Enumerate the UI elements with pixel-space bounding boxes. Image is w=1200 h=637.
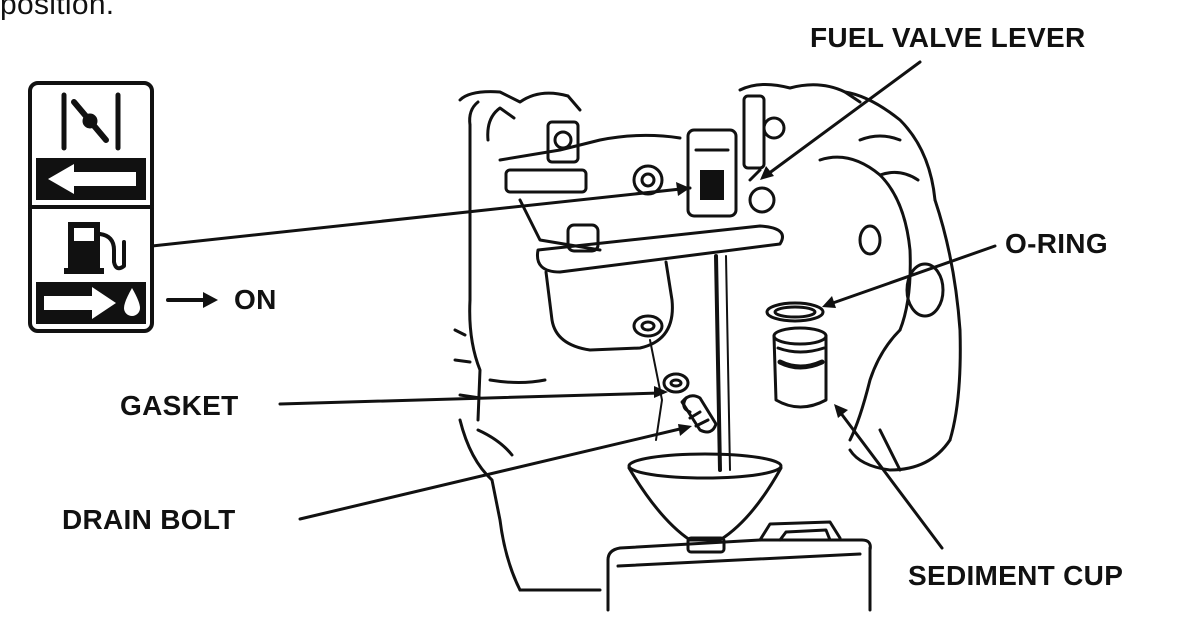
gasket-part [662,372,690,394]
leader-lines [150,60,997,550]
label-on: ON [234,284,277,315]
label-drain-bolt: DRAIN BOLT [62,504,236,535]
fuel-drop-icon [124,288,140,316]
choke-symbol-icon [61,92,121,151]
fuel-valve-symbol-panel [28,81,154,333]
on-arrowhead [203,292,218,308]
drain-bolt-part [680,394,718,434]
sediment-cup-part [772,326,828,409]
funnel [627,452,783,554]
arrow-left-icon [48,164,136,194]
carburetor-assembly [498,94,786,472]
label-o-ring: O-RING [1005,228,1108,259]
arrow-right-icon [44,287,116,319]
partial-sentence-text: position. [0,0,115,21]
drain-container [606,520,872,612]
label-fuel-valve-lever: FUEL VALVE LEVER [810,22,1086,53]
fuel-pump-icon [64,222,126,274]
label-sediment-cup: SEDIMENT CUP [908,560,1124,591]
engine-body [453,83,962,592]
label-gasket: GASKET [120,390,239,421]
o-ring-part [765,301,825,323]
